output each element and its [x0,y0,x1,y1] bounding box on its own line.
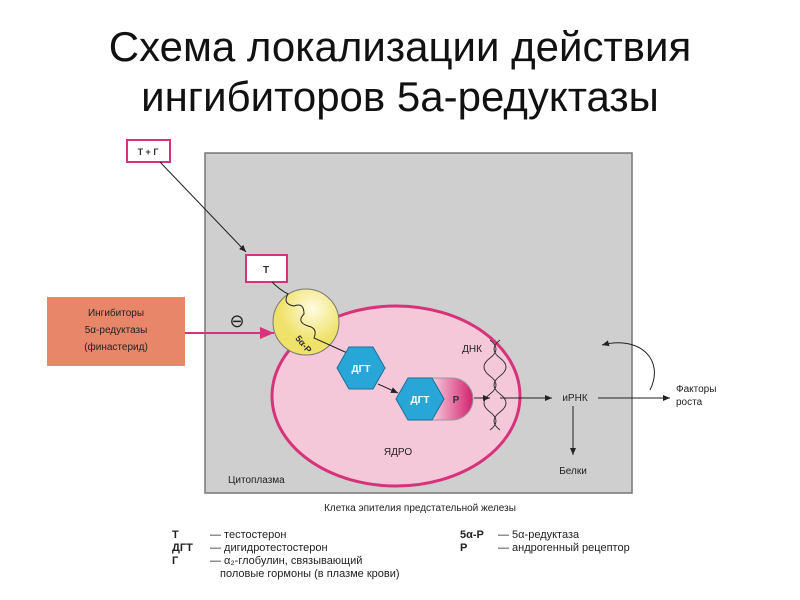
dna-label: ДНК [462,344,482,355]
slide-title: Схема локализации действия ингибиторов 5… [0,22,800,122]
title-line-2: ингибиторов 5а-редуктазы [141,73,659,120]
t-box [245,254,288,283]
legend-text: — тестостерон [210,529,287,541]
nucleus [270,304,522,488]
legend-item: Р — андрогенный рецептор [460,542,630,555]
legend-left: Т — тестостерон ДГТ — дигидротестостерон Г… [172,529,400,581]
legend-item: ДГТ — дигидротестостерон [172,542,400,555]
receptor-label: Р [453,395,460,406]
arrow-dgt-to-receptor [377,383,399,394]
t-plus-g-box [126,139,171,163]
legend-text: — α₂-глобулин, связывающий [210,555,363,567]
inhibitor-box [47,297,185,366]
factors-line-2: роста [676,397,703,408]
inhibitor-line-3: (финастерид) [84,341,148,353]
legend-key: ДГТ [172,542,193,554]
arrow-tg-to-t [159,161,247,253]
legend-text: половые гормоны (в плазме крови) [220,568,400,580]
legend-item: Т — тестостерон [172,529,400,542]
feedback-arrow [601,340,655,391]
dgt-hexagon-2 [395,377,445,421]
legend-key: Р [460,542,468,554]
minus-sign: ⊖ [229,311,244,331]
dna-helix [483,339,507,431]
title-line-1: Схема локализации действия [108,23,692,70]
legend-key: 5α-Р [460,529,484,541]
proteins-label: Белки [559,466,587,477]
dgt-label-2: ДГТ [411,395,430,406]
mrna-label: иРНК [562,393,587,404]
dgt-label-1: ДГТ [352,364,371,375]
legend-text: — андрогенный рецептор [498,542,630,554]
factors-line-1: Факторы [676,384,716,395]
inhibitor-line-1: Ингибиторы [88,307,144,319]
enzyme-circle [272,288,340,356]
t-plus-g-label: Т + Г [138,147,159,157]
legend-text: — 5α-редуктаза [498,529,580,541]
inhibitor-line-2: 5α-редуктазы [85,325,148,336]
legend-item: 5α-Р — 5α-редуктаза [460,529,630,542]
t-label: Т [263,265,269,276]
legend-key: Т [172,529,179,541]
dgt-hexagon-1 [336,346,386,390]
legend-item: Г — α₂-глобулин, связывающий [172,555,400,568]
legend-right: 5α-Р — 5α-редуктаза Р — андрогенный рецепт… [460,529,630,555]
wavy-path [271,281,355,357]
receptor-capsule [429,377,474,421]
legend-item: половые гормоны (в плазме крови) [172,568,400,581]
nucleus-label: ЯДРО [384,447,412,458]
cell-caption: Клетка эпителия предстательной железы [324,503,516,514]
legend-text: — дигидротестостерон [210,542,328,554]
legend-key: Г [172,555,179,567]
cytoplasm-label: Цитоплазма [228,475,285,486]
